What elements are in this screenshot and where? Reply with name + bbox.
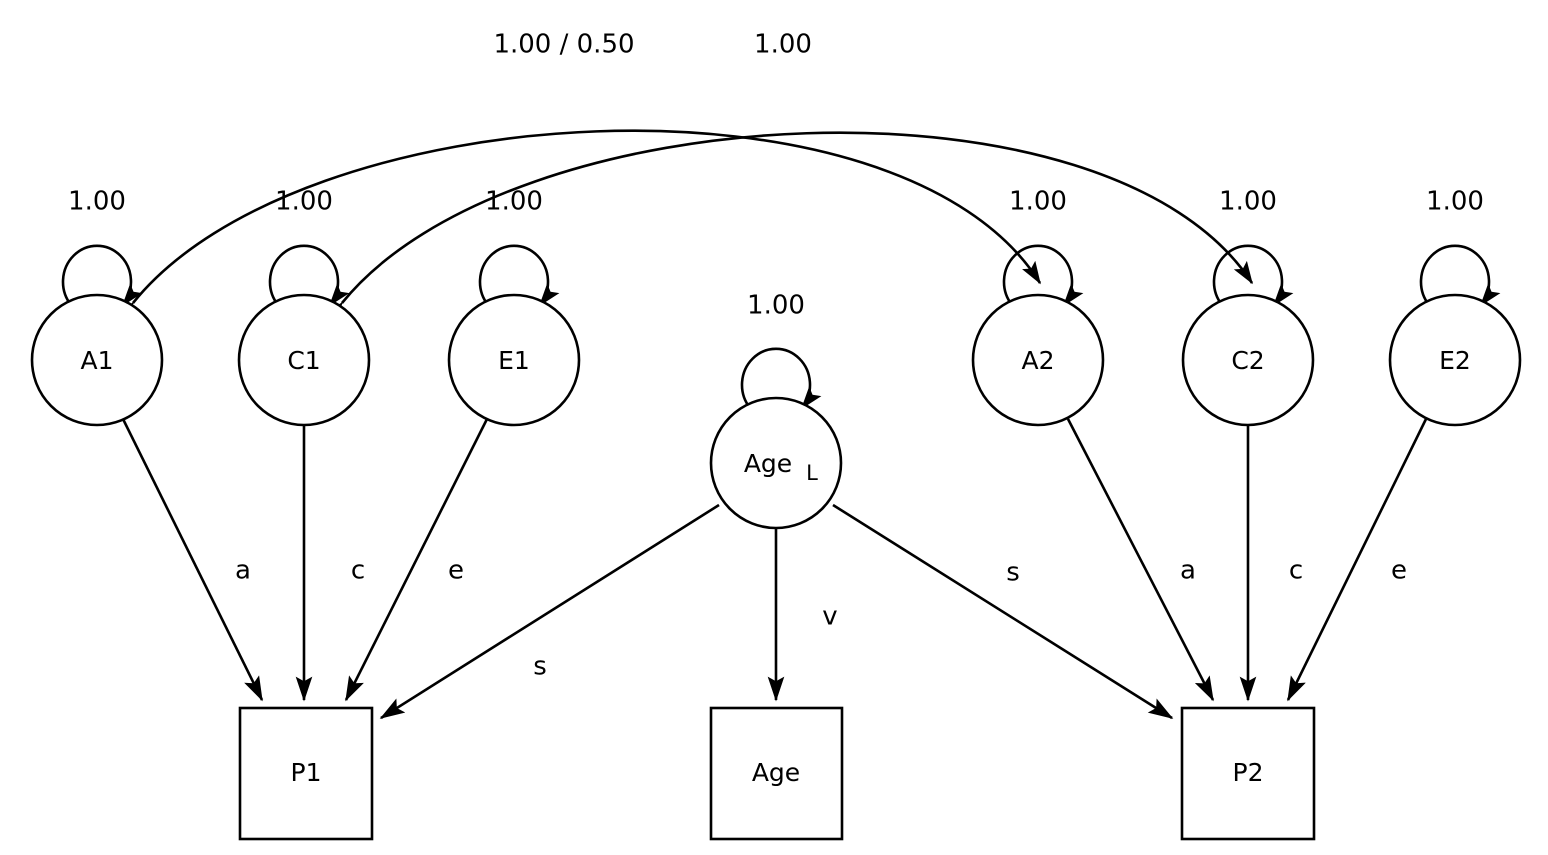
path-arrow-e1-p1 [344,418,489,702]
observed-node-Age[interactable]: Age [709,706,844,841]
covariance-arc-c1-c2 [322,131,1254,325]
path-arrow-agel-p1 [379,503,720,720]
path-arrow-agel-p2 [832,503,1174,720]
latent-node-C2-label: C2 [1231,346,1264,375]
variance-label-C2: 1.00 [1219,187,1277,217]
latent-node-C1[interactable]: C1 [237,293,371,427]
path-label-e1-p1: e [448,556,464,586]
path-label-a2-p2: a [1180,556,1196,586]
variance-loop-C1 [268,244,350,327]
latent-node-A1[interactable]: A1 [30,293,164,427]
variance-loop-E1 [478,244,560,327]
latent-node-E2[interactable]: E2 [1388,293,1522,427]
covariance-arc-a1-a2 [113,129,1042,325]
path-label-agel-age: v [822,602,837,632]
observed-node-P1-shape[interactable] [238,706,374,841]
latent-node-E1[interactable]: E1 [447,293,581,427]
observed-node-P2[interactable]: P2 [1180,706,1316,841]
latent-node-C1-shape[interactable] [237,293,371,427]
latent-node-E1-shape[interactable] [447,293,581,427]
path-label-agel-p1: s [533,652,547,682]
latent-node-E2-label: E2 [1439,346,1471,375]
covariance-label-c1-c2: 1.00 [754,30,812,60]
latent-node-A1-label: A1 [80,346,113,375]
latent-node-AgeL-sublabel: L [806,461,818,485]
observed-node-Age-label: Age [752,758,800,787]
latent-node-A2-shape[interactable] [971,293,1105,427]
latent-node-E1-label: E1 [498,346,530,375]
path-arrow-e2-p2 [1286,418,1428,702]
variance-loop-A1 [61,244,143,327]
path-label-c2-p2: c [1289,556,1303,586]
path-label-a1-p1: a [235,556,251,586]
variance-loop-C2 [1212,244,1294,327]
latent-node-C2[interactable]: C2 [1181,293,1315,427]
observed-node-Age-shape[interactable] [709,706,844,841]
path-label-agel-p2: s [1006,558,1020,588]
latent-node-A2[interactable]: A2 [971,293,1105,427]
path-label-e2-p2: e [1391,556,1407,586]
variance-label-E2: 1.00 [1426,187,1484,217]
variance-label-AgeL: 1.00 [747,291,805,321]
latent-node-C2-shape[interactable] [1181,293,1315,427]
covariance-label-a1-a2: 1.00 / 0.50 [493,30,634,60]
variance-loop-AgeL [740,347,822,430]
variance-label-A1: 1.00 [68,187,126,217]
path-arrow-a1-p1 [121,418,264,702]
latent-node-AgeL-shape[interactable] [709,396,843,530]
path-arrow-a2-p2 [1066,418,1215,702]
variance-loop-E2 [1419,244,1501,327]
observed-node-P2-shape[interactable] [1180,706,1316,841]
latent-node-AgeL[interactable]: Age L [709,396,843,530]
latent-node-AgeL-label: Age [744,449,792,478]
variance-loop-A2 [1002,244,1084,327]
observed-node-P1[interactable]: P1 [238,706,374,841]
path-label-c1-p1: c [351,556,365,586]
latent-node-A1-shape[interactable] [30,293,164,427]
observed-node-P2-label: P2 [1233,758,1264,787]
observed-node-P1-label: P1 [291,758,322,787]
latent-node-E2-shape[interactable] [1388,293,1522,427]
variance-label-C1: 1.00 [275,187,333,217]
latent-node-C1-label: C1 [287,346,320,375]
latent-node-A2-label: A2 [1021,346,1054,375]
variance-label-E1: 1.00 [485,187,543,217]
variance-label-A2: 1.00 [1009,187,1067,217]
